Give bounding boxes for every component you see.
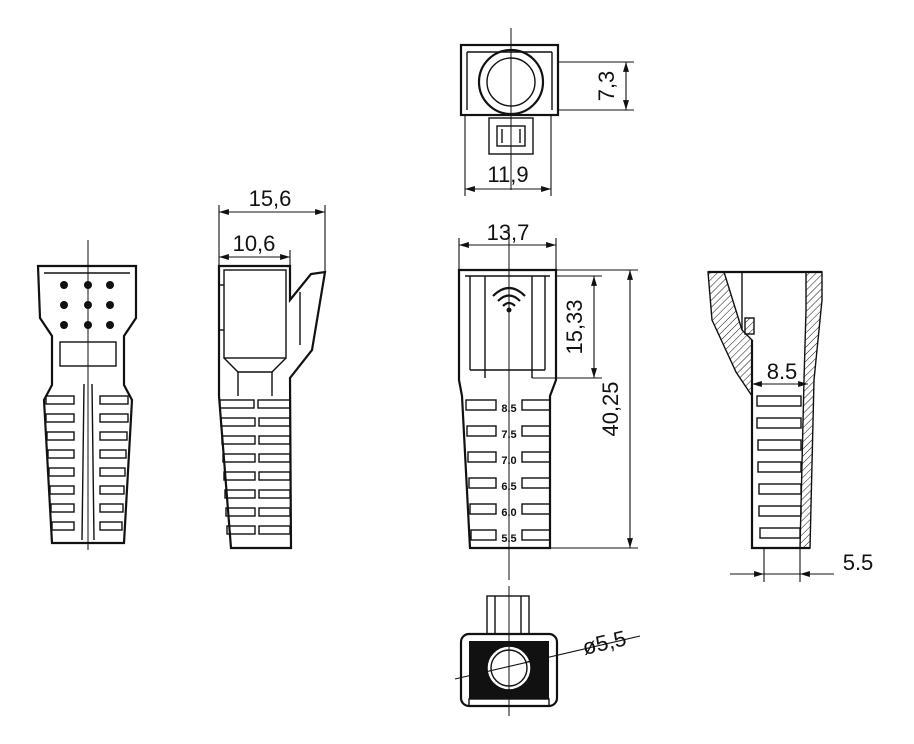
bottom-view [454,586,641,716]
front-upper-height-label: 15,33 [562,299,587,354]
rear-view [36,240,138,550]
side-view [217,205,327,550]
gauge-mark: 6.0 [501,507,516,519]
gauge-scale: 8.5 7.5 7.0 6.5 6.0 5.5 [501,403,516,545]
gauge-mark: 6.5 [501,481,516,493]
section-view [707,270,834,582]
gauge-mark: 8.5 [501,403,516,415]
gauge-mark: 7.0 [501,455,516,467]
section-tip-label: 5.5 [843,550,874,575]
top-width-label: 11,9 [487,162,528,187]
front-width-label: 13,7 [487,220,530,245]
wifi-icon [492,286,526,313]
section-inner-label: 8.5 [767,359,798,384]
front-view [457,228,638,580]
gauge-mark: 7.5 [501,429,516,441]
gauge-mark: 5.5 [501,533,516,545]
top-view [459,28,634,196]
top-height-label: 7,3 [594,71,619,102]
side-outer-width-label: 15,6 [249,186,292,211]
front-total-height-label: 40,25 [598,381,623,436]
bottom-diameter-label: ø5,5 [580,626,629,660]
side-inner-width-label: 10,6 [233,231,276,256]
